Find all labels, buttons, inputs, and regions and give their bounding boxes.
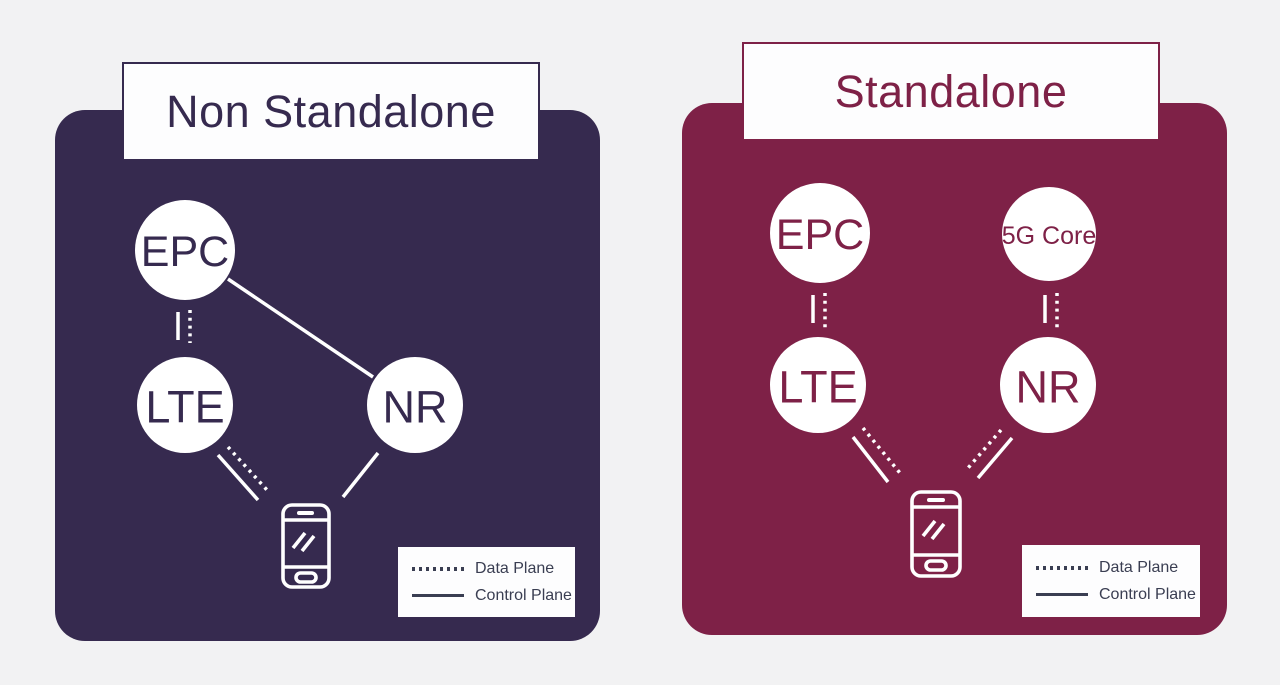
sa-node-5gcore (1002, 187, 1096, 281)
nsa-data-link-lte-phone (226, 445, 269, 492)
data-plane-swatch (412, 566, 464, 571)
legend-row-control-plane: Control Plane (1036, 586, 1196, 604)
nsa-node-epc-label: EPC (141, 228, 229, 276)
control-plane-swatch (412, 594, 464, 597)
control-plane-swatch (1036, 593, 1088, 596)
data-plane-swatch (1036, 565, 1088, 570)
sa-control-link-nr-phone (976, 436, 1014, 480)
nsa-title-text: Non Standalone (166, 85, 496, 137)
sa-data-link-nr-phone (966, 428, 1003, 470)
nsa-node-lte (137, 357, 233, 453)
nsa-title-box: Non Standalone (122, 62, 540, 161)
sa-node-lte-label: LTE (778, 362, 857, 413)
sa-node-epc-label: EPC (776, 211, 864, 259)
legend-row-data-plane: Data Plane (1036, 559, 1186, 577)
sa-title-box: Standalone (742, 42, 1160, 141)
nsa-diagram: EPC LTE NR (135, 200, 463, 589)
nsa-node-epc (135, 200, 235, 300)
nsa-panel: EPC LTE NR Data Plane (55, 110, 600, 641)
sa-control-link-lte-phone (851, 435, 890, 484)
sa-diagram: EPC 5G Core LTE NR (770, 183, 1096, 578)
sa-node-nr-label: NR (1016, 362, 1081, 413)
nsa-node-lte-label: LTE (145, 382, 224, 433)
nsa-legend: Data Plane Control Plane (398, 547, 575, 617)
data-plane-label: Data Plane (1099, 558, 1179, 576)
control-plane-label: Control Plane (1099, 585, 1196, 603)
smartphone-icon (910, 490, 962, 578)
nsa-node-nr-label: NR (383, 382, 448, 433)
nsa-control-link-lte-phone (216, 453, 260, 502)
sa-node-5gcore-label: 5G Core (1002, 222, 1096, 250)
smartphone-icon (281, 503, 331, 589)
sa-legend: Data Plane Control Plane (1022, 545, 1200, 617)
data-plane-label: Data Plane (475, 559, 555, 577)
sa-panel: EPC 5G Core LTE NR Data Plane (682, 103, 1227, 635)
nsa-node-nr (367, 357, 463, 453)
sa-node-nr (1000, 337, 1096, 433)
sa-title-text: Standalone (834, 65, 1068, 117)
legend-row-control-plane: Control Plane (412, 587, 572, 605)
sa-data-link-lte-phone (861, 426, 902, 475)
sa-node-lte (770, 337, 866, 433)
nsa-control-link-epc-nr (227, 277, 374, 379)
control-plane-label: Control Plane (475, 586, 572, 604)
nsa-control-link-nr-phone (341, 451, 380, 499)
sa-node-epc (770, 183, 870, 283)
legend-row-data-plane: Data Plane (412, 560, 561, 578)
